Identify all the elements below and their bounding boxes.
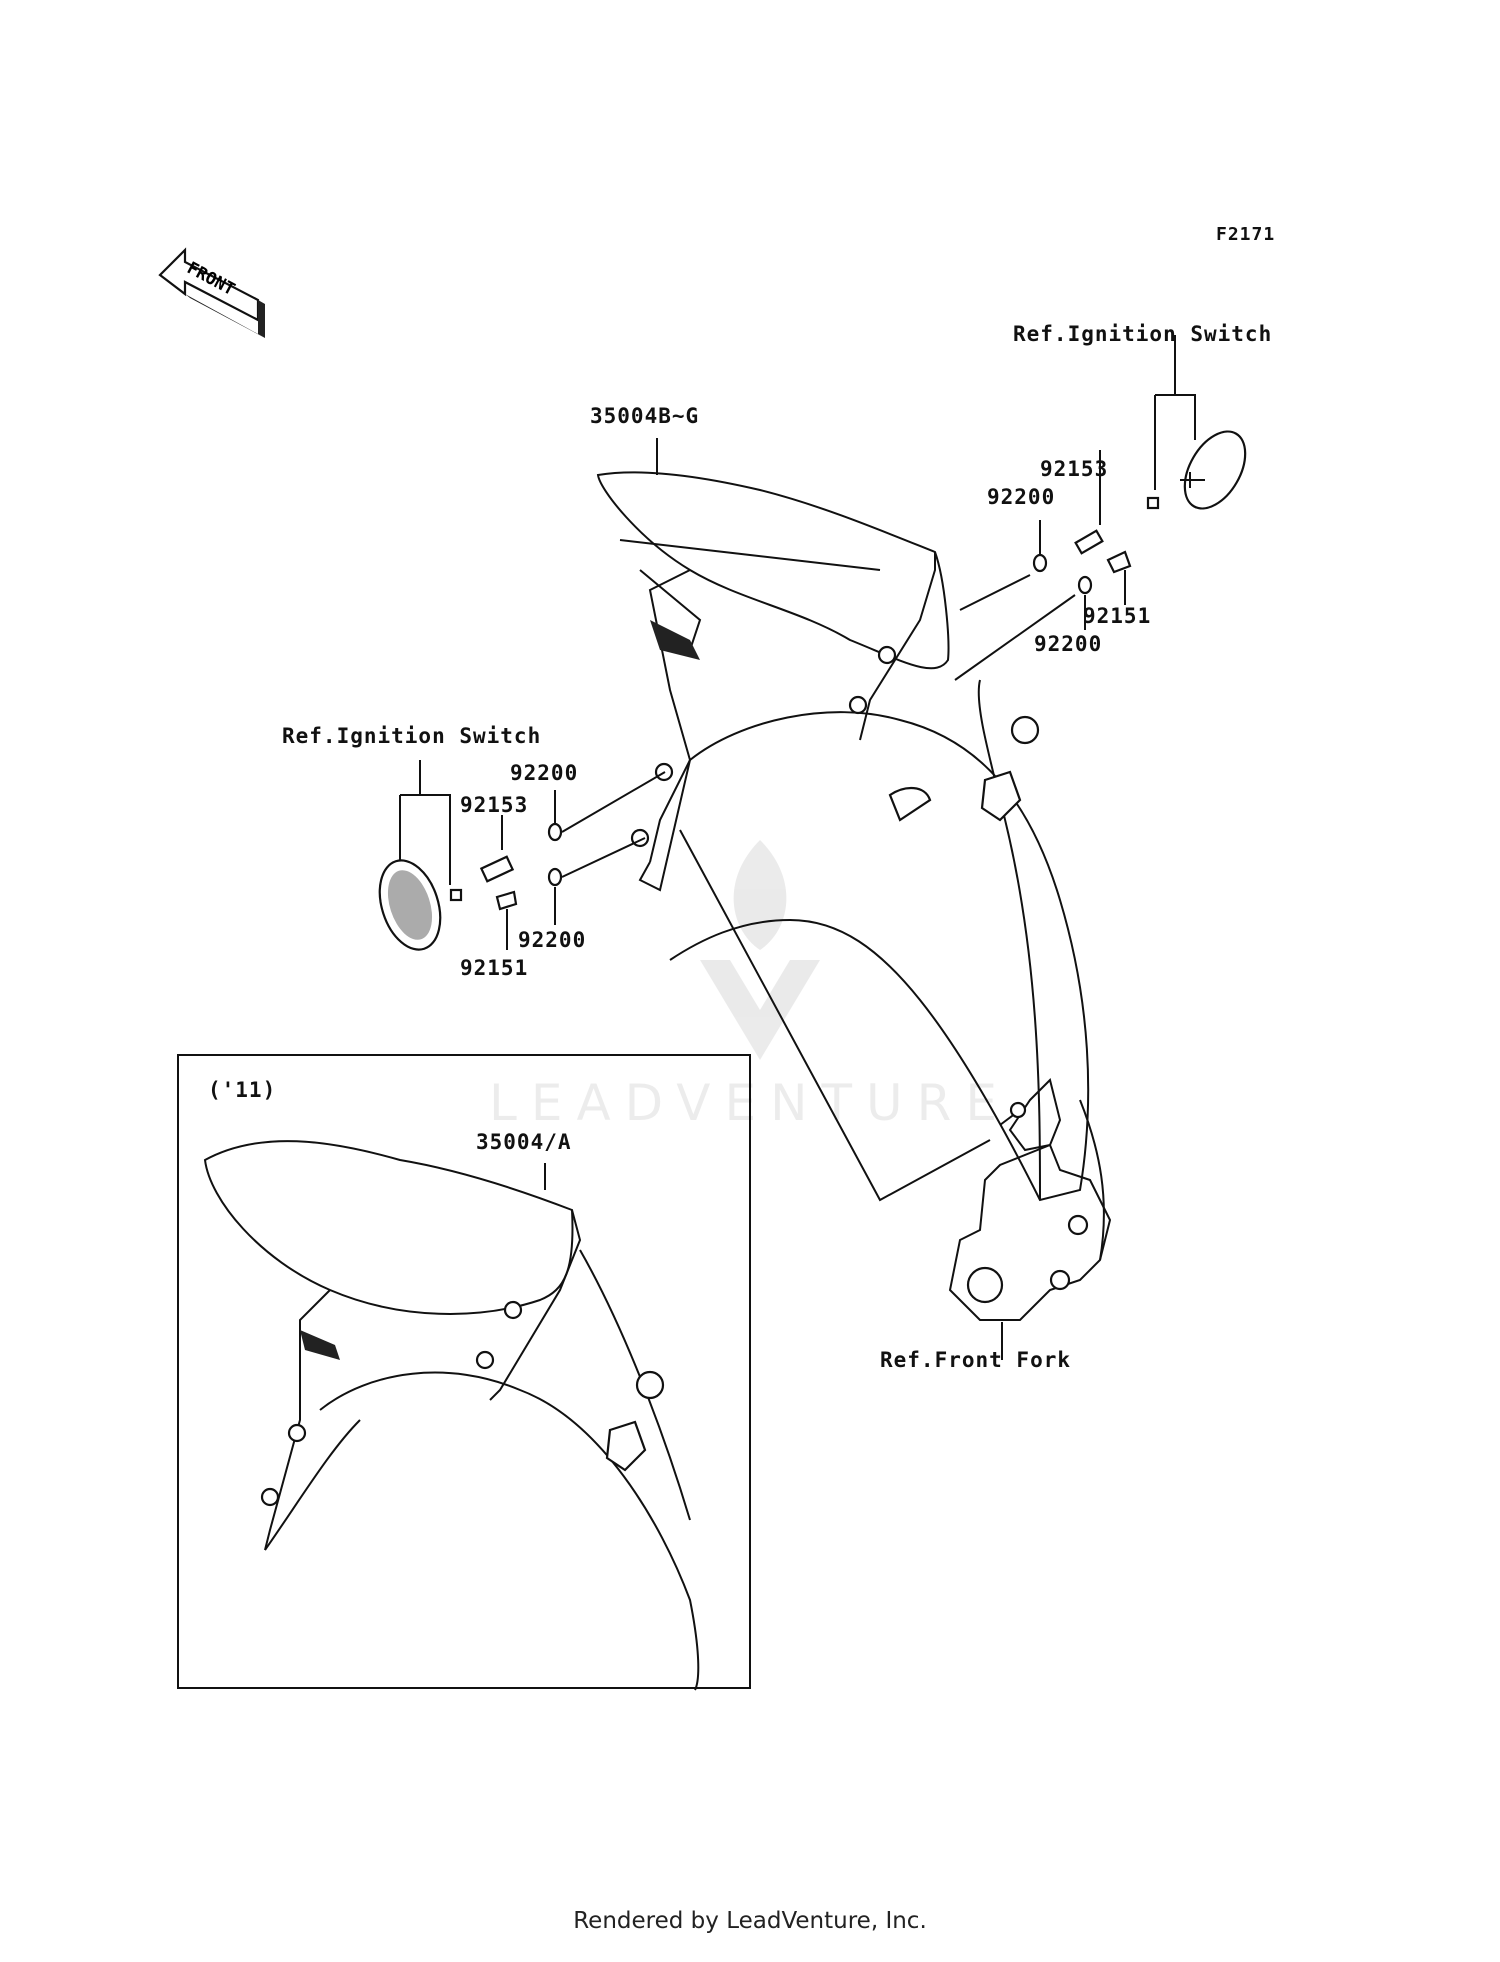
main-front-fender: [596, 471, 1090, 1202]
front-fork: [948, 1078, 1112, 1360]
label-92200-left-bottom: 92200: [518, 928, 587, 952]
label-ref-front-fork: Ref.Front Fork: [880, 1348, 1072, 1372]
left-washer-top-icon: [547, 822, 563, 842]
right-nut-icon: [1146, 496, 1160, 510]
inset-year-label: ('11): [208, 1078, 277, 1102]
label-ref-ignition-switch-right: Ref.Ignition Switch: [1013, 322, 1273, 346]
label-92153-right: 92153: [1040, 457, 1109, 481]
right-spacer-icon: [1074, 529, 1104, 555]
label-92200-left-top: 92200: [510, 761, 579, 785]
left-washer-bottom-icon: [547, 867, 563, 887]
label-35004-a: 35004/A: [476, 1130, 572, 1154]
inset-front-fender: [203, 1140, 700, 1691]
watermark-text: LEADVENTURE: [489, 1074, 1011, 1132]
left-reflector-assembly: [378, 760, 666, 951]
label-ref-ignition-switch-left: Ref.Ignition Switch: [282, 724, 542, 748]
label-92151-right: 92151: [1083, 604, 1152, 628]
figure-code: F2171: [1216, 224, 1276, 245]
label-92200-right-top: 92200: [987, 485, 1056, 509]
right-washer-top-icon: [1032, 553, 1048, 573]
label-35004b-g: 35004B~G: [590, 404, 700, 428]
label-92200-right-bottom: 92200: [1034, 632, 1103, 656]
left-spacer-icon: [479, 855, 515, 883]
fork-connector-lines: [679, 829, 1021, 1202]
left-nut-icon: [449, 888, 463, 902]
right-washer-bottom-icon: [1077, 575, 1093, 595]
watermark-logo: [700, 840, 820, 1060]
label-92151-left: 92151: [460, 956, 529, 980]
right-reflector-assembly: [954, 335, 1247, 681]
footer-credit: Rendered by LeadVenture, Inc.: [573, 1908, 927, 1934]
left-screw-icon: [495, 890, 518, 911]
inset-box: [177, 1054, 751, 1689]
label-92153-left: 92153: [460, 793, 529, 817]
front-arrow-icon: FRONT: [158, 247, 265, 338]
right-screw-icon: [1106, 550, 1132, 574]
